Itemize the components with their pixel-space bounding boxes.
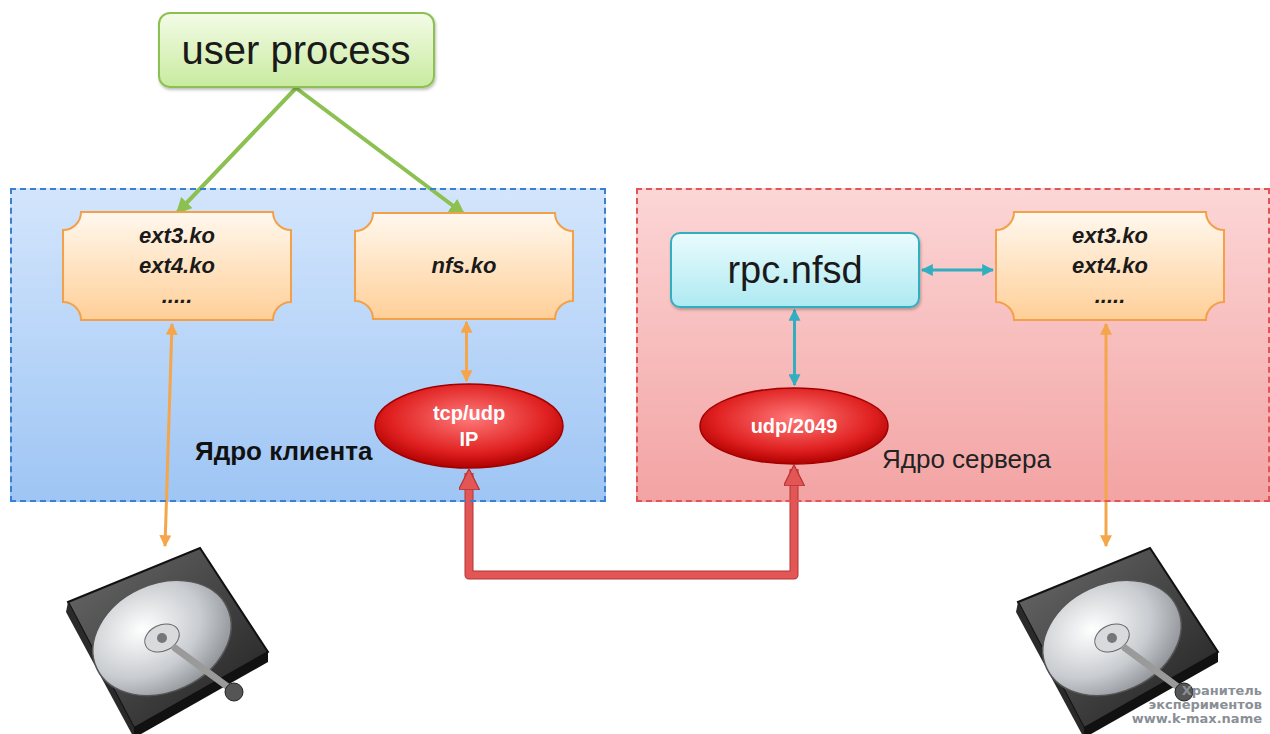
node-text: rpc.nfsd (727, 247, 862, 293)
node-text: nfs.ko (432, 251, 497, 281)
watermark: экспериментов (1148, 698, 1262, 712)
node-text: IP (433, 426, 505, 452)
text-group: rpc.nfsd (727, 247, 862, 293)
node-text: ..... (139, 281, 215, 311)
region-label: Ядро сервера (882, 444, 1051, 475)
watermark: www.k-max.name (1132, 712, 1262, 726)
network-ellipse: tcp/udpIP (374, 383, 564, 469)
node-text: user process (182, 26, 411, 74)
module-scroll: ext3.koext4.ko..... (62, 211, 292, 321)
node-text: ext3.ko (1072, 221, 1148, 251)
text-group: tcp/udpIP (433, 400, 505, 452)
connector (794, 310, 795, 385)
server-kernel-region: Ядро сервера rpc.nfsd ext3.koext4.ko..... u… (636, 188, 1270, 502)
module-scroll: nfs.ko (354, 212, 574, 320)
watermark: Хранитель (1182, 684, 1262, 698)
process-box: user process (158, 12, 435, 88)
client-kernel-ground (10, 188, 606, 502)
node-text: tcp/udp (433, 400, 505, 426)
text-group: nfs.ko (432, 251, 497, 281)
server-kernel-ground (636, 188, 1270, 502)
daemon-box: rpc.nfsd (670, 232, 920, 308)
connector (177, 88, 296, 213)
node-text: ..... (1072, 281, 1148, 311)
disk-link (1105, 324, 1108, 546)
disk-link (165, 324, 172, 546)
ellipse-outline (374, 383, 564, 469)
text-group: udp/2049 (751, 413, 838, 439)
text-group: ext3.koext4.ko..... (139, 221, 215, 311)
node-text: udp/2049 (751, 413, 838, 439)
connector (922, 270, 993, 271)
node-text: ext3.ko (139, 221, 215, 251)
connector (466, 322, 467, 381)
connector (469, 469, 794, 575)
connector (296, 88, 464, 214)
module-scroll: ext3.koext4.ko..... (995, 211, 1225, 321)
text-group: ext3.koext4.ko..... (1072, 221, 1148, 311)
text-group: user process (182, 26, 411, 74)
hard-disk (66, 548, 268, 734)
client-kernel-region: Ядро клиента ext3.koext4.ko..... nfs.ko tcp… (10, 188, 606, 502)
node-text: ext4.ko (1072, 251, 1148, 281)
network-ellipse: udp/2049 (699, 387, 889, 465)
region-label: Ядро клиента (195, 436, 372, 467)
node-text: ext4.ko (139, 251, 215, 281)
